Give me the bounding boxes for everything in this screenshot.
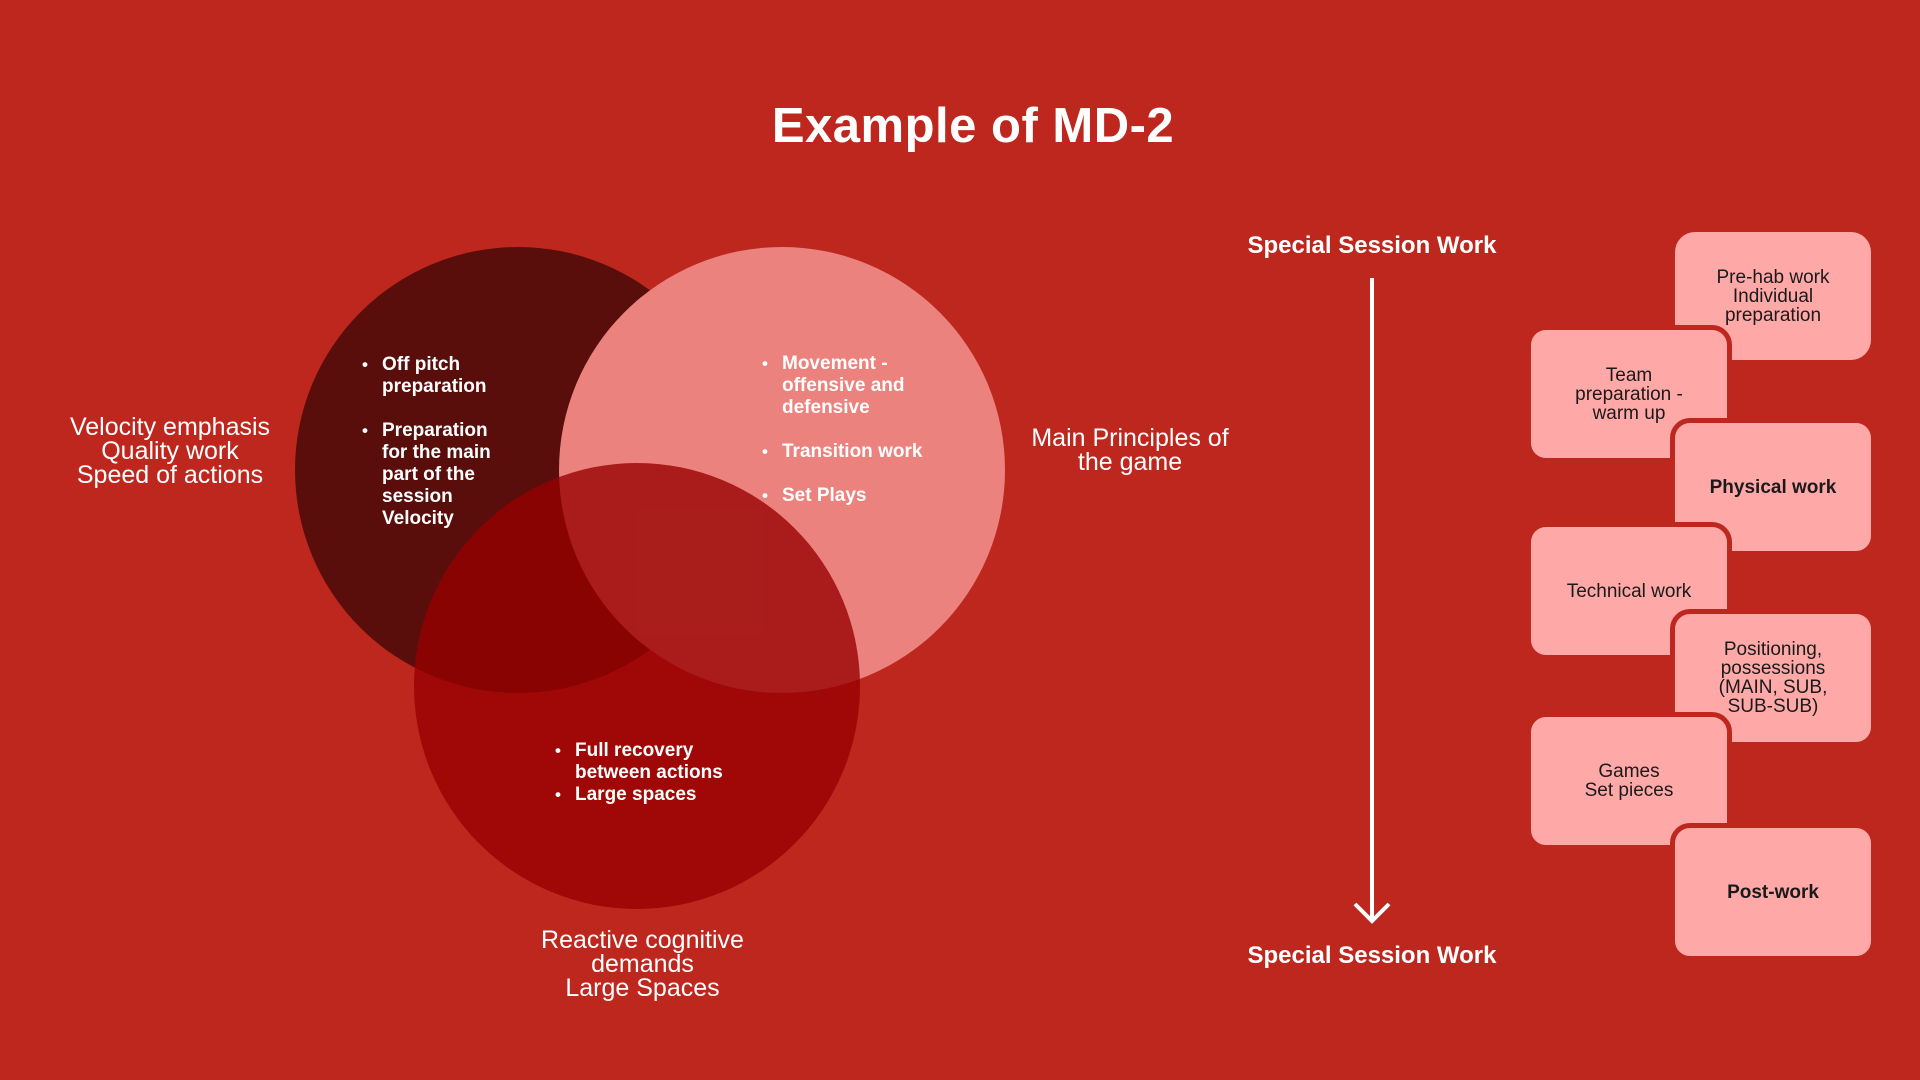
- bullet-item: Set Plays: [762, 485, 947, 507]
- card-positioning: Positioning, possessions (MAIN, SUB, SUB…: [1670, 609, 1876, 747]
- venn-right-label: Main Principles of the game: [1031, 424, 1229, 476]
- venn-bottom-label: Reactive cognitive demands Large Spaces: [541, 926, 744, 1002]
- right-bullets: Movement - offensive and defensive Trans…: [762, 353, 947, 507]
- page-title: Example of MD-2: [771, 99, 1175, 153]
- venn-circle-bottom: [414, 463, 860, 909]
- card-post-work: Post-work: [1670, 823, 1876, 961]
- bullet-item: Large spaces: [555, 784, 755, 806]
- flow-bottom-label: Special Session Work: [1247, 942, 1497, 969]
- down-arrow-icon: [1353, 278, 1391, 924]
- bullet-item: Preparation for the main part of the ses…: [362, 420, 512, 530]
- left-bullets: Off pitch preparation Preparation for th…: [362, 354, 512, 530]
- flow-top-label: Special Session Work: [1247, 232, 1497, 259]
- bullet-item: Movement - offensive and defensive: [762, 353, 947, 419]
- bottom-bullets: Full recovery between actions Large spac…: [555, 740, 755, 806]
- venn-left-label: Velocity emphasis Quality work Speed of …: [69, 413, 271, 489]
- bullet-item: Off pitch preparation: [362, 354, 512, 398]
- bullet-item: Full recovery between actions: [555, 740, 755, 784]
- bullet-item: Transition work: [762, 441, 947, 463]
